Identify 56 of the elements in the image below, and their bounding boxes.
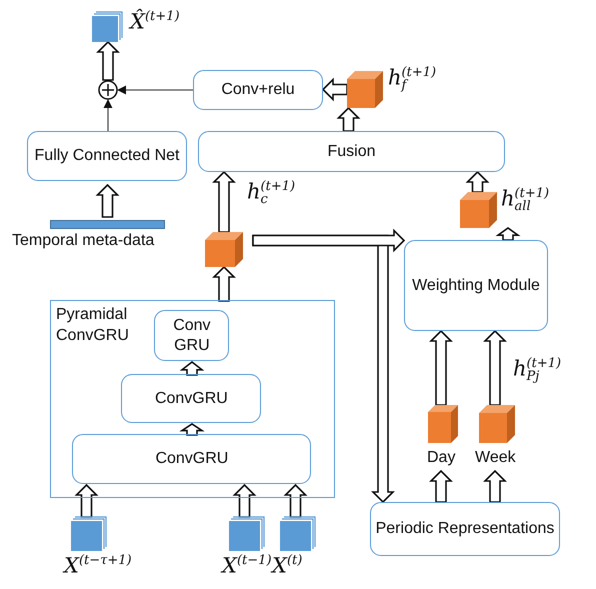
process-box — [72, 434, 312, 484]
group-title: Pyramidal ConvGRU — [56, 305, 130, 346]
math-label: X̂$^{(t+1)}$ — [130, 10, 180, 32]
matrix-square — [229, 517, 264, 551]
box-label: Conv+relu — [221, 80, 295, 100]
math-label: X$^{(t−τ+1)}$ — [64, 554, 132, 576]
feature-cube — [205, 232, 243, 267]
block-arrow — [252, 228, 406, 252]
block-arrow — [483, 330, 507, 406]
caption-label: Temporal meta-data — [12, 232, 154, 250]
feature-cube — [347, 71, 383, 108]
caption-label: Day — [427, 449, 456, 467]
block-arrow — [179, 423, 205, 436]
matrix-square — [71, 517, 106, 551]
process-box — [370, 502, 560, 556]
box-label: Weighting Module — [412, 276, 540, 296]
matrix-square — [92, 12, 122, 42]
process-box — [198, 131, 505, 172]
block-arrow — [212, 266, 236, 302]
block-arrow — [429, 330, 453, 406]
feature-cube — [428, 405, 458, 443]
block-arrow — [180, 360, 204, 376]
process-box — [154, 310, 230, 362]
block-arrow — [336, 106, 360, 132]
metadata-bar — [50, 220, 165, 229]
box-label: Conv GRU — [172, 316, 212, 356]
matrix-square — [280, 517, 315, 551]
sum-circle — [98, 80, 118, 100]
process-box — [193, 70, 323, 110]
box-label: Fusion — [327, 142, 376, 162]
block-arrow — [496, 227, 520, 241]
box-label: ConvGRU — [154, 388, 228, 409]
process-box — [27, 131, 187, 181]
block-arrow — [466, 170, 490, 193]
block-arrow — [96, 184, 120, 218]
feature-cube — [460, 192, 497, 228]
box-label: ConvGRU — [155, 449, 228, 470]
block-arrow — [322, 78, 348, 102]
process-box — [121, 374, 262, 424]
math-label: X$^{(t−1)}$ — [222, 554, 272, 576]
arrow — [103, 99, 113, 131]
box-label: Periodic Representations — [376, 519, 554, 539]
block-arrow — [212, 170, 236, 233]
arrow — [117, 85, 193, 95]
block-arrow — [74, 484, 98, 518]
block-arrow — [96, 40, 120, 81]
caption-label: Week — [475, 449, 516, 467]
math-label: X$^{(t)}$ — [272, 554, 302, 576]
group-frame — [50, 300, 335, 498]
feature-cube — [479, 405, 515, 443]
box-label: Fully Connected Net — [34, 146, 180, 166]
block-arrow — [483, 470, 507, 503]
process-box — [404, 240, 548, 331]
block-arrow — [429, 470, 453, 503]
block-arrow — [232, 484, 256, 518]
block-arrow — [284, 484, 308, 518]
